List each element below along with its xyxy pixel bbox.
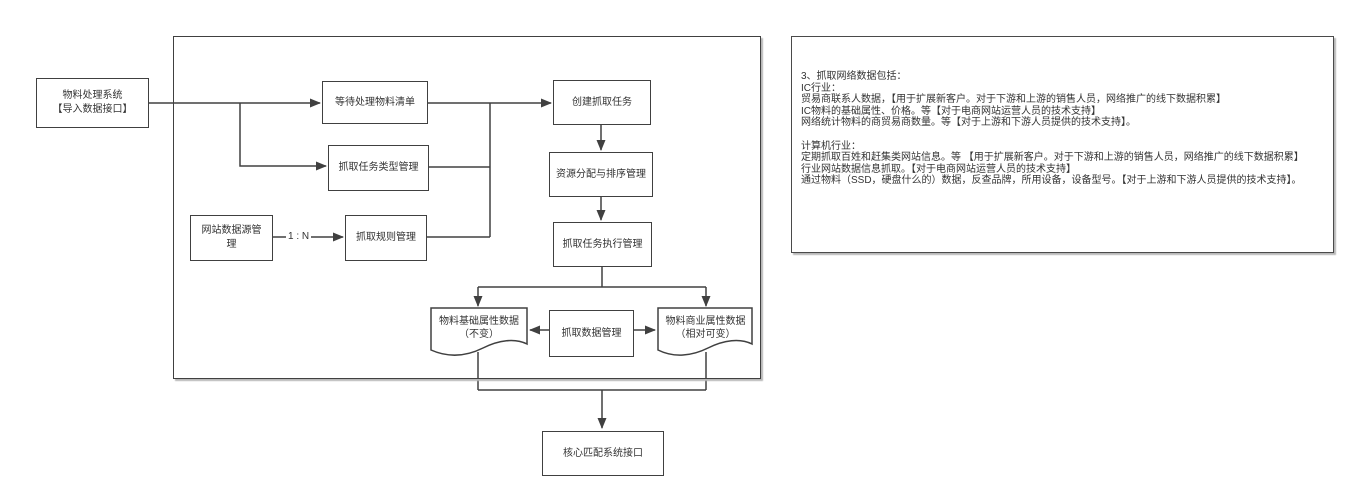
note-line: 行业网站数据信息抓取。【对于电商网站运营人员的技术支持】	[801, 163, 1076, 175]
note-line: 贸易商联系人数据，【用于扩展新客户。对于下游和上游的销售人员，网络推广的线下数据…	[801, 94, 1226, 106]
node-label: 等待处理物料清单	[335, 96, 415, 108]
node-label: （不变）	[459, 329, 499, 340]
node-label: 网站数据源管理	[201, 225, 262, 250]
node-label: 核心匹配系统接口	[563, 447, 643, 459]
node-resource-allocation-mgmt: 资源分配与排序管理	[549, 152, 653, 197]
node-label: 抓取任务类型管理	[338, 162, 419, 173]
node-website-datasource-mgmt: 网站数据源管理	[190, 215, 273, 261]
crawl-subsystem-container	[173, 36, 761, 379]
node-label: 【导入数据接口】	[52, 104, 133, 115]
node-label: 抓取数据管理	[561, 327, 622, 339]
node-label: 物料基础属性数据	[439, 316, 519, 327]
note-line: 网络统计物料的商贸易商数量。等【对于上游和下游人员提供的技术支持】。	[801, 117, 1136, 129]
node-crawl-task-execution-mgmt: 抓取任务执行管理	[553, 222, 652, 267]
note-line	[801, 129, 1325, 141]
note-line: 定期抓取百姓和赶集类网站信息。等 【用于扩展新客户。对于下游和上游的销售人员，网…	[801, 152, 1304, 164]
node-crawl-task-type-mgmt: 抓取任务类型管理	[328, 145, 429, 191]
node-pending-material-list: 等待处理物料清单	[322, 81, 428, 124]
node-crawl-data-mgmt: 抓取数据管理	[549, 310, 634, 357]
note-line: 通过物料（SSD，硬盘什么的）数据，反查品牌，所用设备，设备型号。【对于上游和下…	[801, 175, 1302, 187]
document-basic-attr-data: 物料基础属性数据 （不变）	[431, 308, 527, 348]
document-business-attr-data: 物料商业属性数据 （相对可变）	[658, 308, 753, 348]
node-label: （相对可变）	[675, 329, 736, 340]
node-core-matching-interface: 核心匹配系统接口	[542, 431, 664, 476]
note-line: IC物料的基础属性、价格。等【对于电商网站运营人员的技术支持】	[801, 105, 1101, 117]
node-label: 物料处理系统	[62, 90, 123, 101]
edge-label-one-to-n: 1 : N	[286, 231, 312, 243]
node-label: 物料商业属性数据	[665, 316, 746, 327]
node-material-processing-system: 物料处理系统 【导入数据接口】	[36, 78, 149, 128]
annotation-note-box: 3、抓取网络数据包括： IC行业： 贸易商联系人数据，【用于扩展新客户。对于下游…	[791, 36, 1334, 253]
node-crawl-rule-mgmt: 抓取规则管理	[345, 215, 427, 261]
node-label: 创建抓取任务	[572, 96, 632, 108]
node-create-crawl-task: 创建抓取任务	[553, 80, 651, 125]
note-line: 3、抓取网络数据包括：	[801, 71, 907, 82]
note-line: IC行业：	[801, 82, 841, 94]
node-label: 抓取任务执行管理	[562, 238, 643, 250]
note-line: 计算机行业：	[801, 140, 861, 152]
node-label: 资源分配与排序管理	[556, 168, 646, 180]
node-label: 抓取规则管理	[356, 232, 416, 243]
